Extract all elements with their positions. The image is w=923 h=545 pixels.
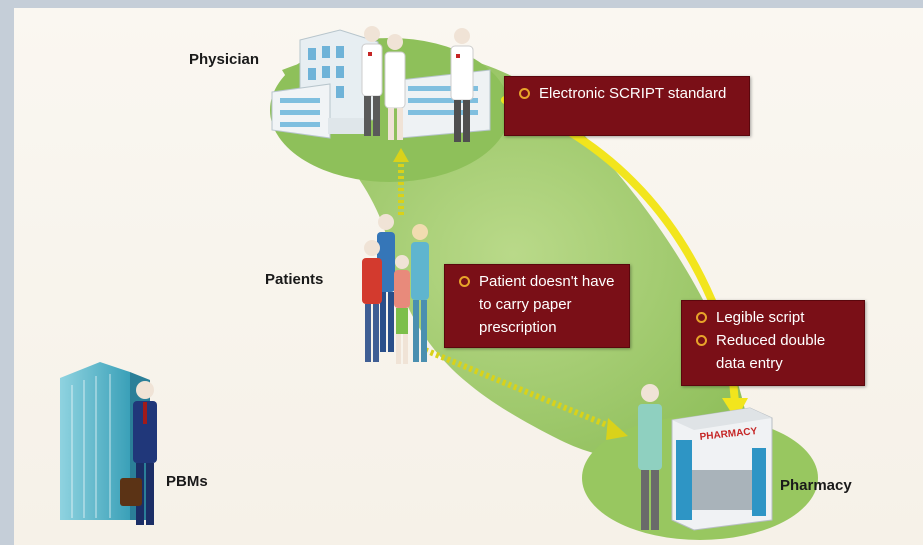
bullet-circle-icon bbox=[519, 88, 530, 99]
escript-callout: Electronic SCRIPT standard bbox=[504, 76, 750, 136]
nurse bbox=[384, 34, 406, 140]
patients-label: Patients bbox=[265, 271, 324, 288]
physician-label: Physician bbox=[189, 51, 260, 68]
patients-to-pharmacy-dots bbox=[423, 347, 616, 431]
callout-bullet: Reduced double data entry bbox=[696, 329, 854, 375]
bullet-text: Patient doesn't have to carry paper pres… bbox=[479, 273, 615, 336]
bullet-text: Reduced double data entry bbox=[716, 332, 826, 372]
escript-flow-arrowhead bbox=[722, 398, 748, 420]
callout-bullet: Legible script bbox=[696, 306, 854, 329]
doctor-right bbox=[450, 28, 474, 142]
pbms-label: PBMs bbox=[166, 473, 208, 490]
patient-callout: Patient doesn't have to carry paper pres… bbox=[444, 264, 630, 348]
doctor-left bbox=[361, 26, 383, 136]
frame-left-border bbox=[0, 0, 14, 545]
pharmacy-counter: PHARMACY bbox=[671, 407, 773, 531]
patients-group bbox=[362, 214, 429, 364]
callout-bullet: Electronic SCRIPT standard bbox=[519, 82, 739, 105]
bullet-text: Electronic SCRIPT standard bbox=[539, 85, 727, 102]
callout-bullet: Patient doesn't have to carry paper pres… bbox=[459, 270, 619, 339]
bullet-text: Legible script bbox=[716, 309, 805, 326]
frame-top-border bbox=[0, 0, 923, 8]
pbm-person bbox=[120, 381, 157, 525]
pharmacy-callout: Legible script Reduced double data entry bbox=[681, 300, 865, 386]
bullet-circle-icon bbox=[696, 335, 707, 346]
patients-to-physician-arrowhead bbox=[393, 148, 409, 162]
bullet-circle-icon bbox=[696, 312, 707, 323]
pharmacy-label: Pharmacy bbox=[780, 477, 852, 494]
pharmacist bbox=[638, 384, 662, 530]
patients-to-pharmacy-arrowhead bbox=[606, 418, 628, 440]
bullet-circle-icon bbox=[459, 276, 470, 287]
